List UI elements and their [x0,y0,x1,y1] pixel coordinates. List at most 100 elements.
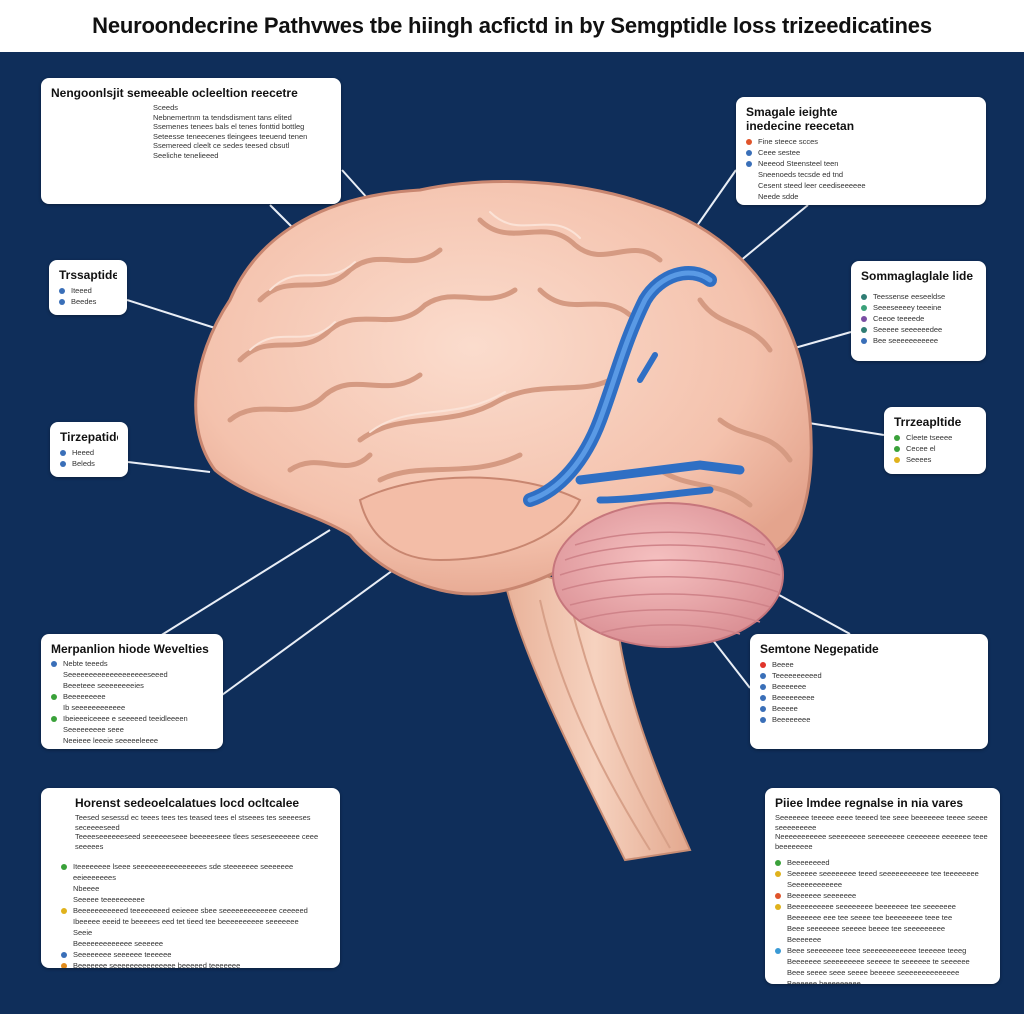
bullet-dot-icon [760,705,766,712]
card-somagluide-right-title: Sommaglaglale lide [861,269,974,283]
list-item-text: Beeeeeee seeeeeeeeeeeeeee beeeeed teeeee… [73,961,241,968]
bullet-dot-icon [59,287,65,294]
list-item: Ibeieeeiceeee e seeeeed teeidleeeen [51,713,213,724]
page-title: Neuroondecrine Pathvwes tbe hiingh acfic… [92,13,932,38]
bullet-dot-icon [760,716,766,723]
list-item: Beeeeeeeeeeed teeeeeeeed eeieeee sbee se… [61,905,330,916]
list-item-text: Nebte teeeds [63,659,108,668]
bullet-dot-icon [746,149,752,156]
list-item-text: Iteeeeeeee lseee seeeeeeeeeeeeeeees sde … [73,862,294,882]
list-item: Beee seeee seee seeee beeeee seeeeeeeeee… [775,967,990,978]
list-item: Neeeod Steensteel teen [746,158,886,169]
list-item: Seeeeee seeeeeeee teeed seeeeeeeeeee tee… [775,868,990,879]
list-item-text: Cesent steed leer ceediseeeeee [758,181,866,190]
list-item: Beee seeeeeee seeeee beeee tee seeeeeeee… [775,923,990,934]
cerebellum [552,502,784,648]
bullet-dot-icon [861,304,867,311]
bullet-dot-icon [861,315,867,322]
bullet-dot-icon [861,293,867,300]
list-item-text: Seeeeeeeee seee [63,725,124,734]
list-item-text: Beeeeeeeee [63,692,106,701]
list-item: Iteeeeeeee lseee seeeeeeeeeeeeeeees sde … [61,861,330,883]
list-item: Seeeee teeeeeeeeee [61,894,330,905]
card-tirzepatide-left-1-title: Trssaptide [59,268,117,282]
list-item-text: Seeeee seeeeeedee [873,325,943,334]
list-item: Beeeeeee seeeeeee [775,890,990,901]
bullet-dot-icon [760,661,766,668]
list-item-text: Beeeee [772,704,798,713]
list-item-text: Teessense eeseeldse [873,292,946,301]
list-item: Nbeeee [61,883,330,894]
list-item-text: Iteeed [71,286,92,295]
list-item: Seeeee seeeeeedee [861,324,976,335]
list-item-text: Beleds [72,459,95,468]
bullet-dot-icon [51,693,57,700]
list-item-text: Beeeeeee [772,682,807,691]
list-item: Nebte teeeds [51,658,213,669]
card-semaglutide-top: Smagale ieighte inedecine reecetan Fine … [736,97,986,205]
bullet-dot-icon [775,892,781,899]
list-item-text: Beeeeee beeeeeeeee [787,979,861,984]
bullet-dot-icon [61,863,67,870]
list-item: Beeeeeeeeee seeeeeeee beeeeeee tee seeee… [775,901,990,912]
list-item-text: Neede sdde [758,192,799,201]
list-item: Beee seeeeeeee teee seeeeeeeeeeee teeeee… [775,945,990,956]
bullet-dot-icon [746,138,752,145]
list-item-text: Cleete tseeee [906,433,953,442]
list-item-text: Beeeeeee seeeeeee [787,891,857,900]
list-item-text: Ibeieeeiceeee e seeeeed teeidleeeen [63,714,188,723]
bullet-dot-icon [760,694,766,701]
card-tirzepatide-left-2-title: Tirzepatide [60,430,118,444]
card-hormone-bottom-body: Teesed sesessd ec teees tees tes teased … [75,813,319,851]
list-item-text: Sneenoeds tecsde ed tnd [758,170,844,179]
card-hormone-bottom-title: Horenst sedeoelcalatues locd ocltcalee [75,796,300,810]
list-item-text: Beeeeeeee [772,715,811,724]
list-item: Seeeeeeeeeeeeeeeeeeeseeed [51,669,213,680]
list-item: Beeeeeeee [760,714,860,725]
list-item: Beeeeeeeee [760,692,860,703]
list-item-text: Beeeeeeeee [772,693,815,702]
list-item-text: Beee seeeeeeee teee seeeeeeeeeeee teeeee… [787,946,967,955]
title-bar: Neuroondecrine Pathvwes tbe hiingh acfic… [0,0,1024,52]
card-price-bottom-body: Seeeeeee teeeee eeee teeeed tee seee bee… [775,813,988,851]
brain-gyri [227,217,793,533]
list-item: Beeee [760,659,860,670]
bullet-dot-icon [60,460,66,467]
list-item-text: Beee seeee seee seeee beeeee seeeeeeeeee… [787,968,960,977]
list-item: Heeed [60,447,118,458]
list-item-text: Nbeeee [73,884,100,893]
list-item: Beeeeee beeeeeeeee [775,978,990,984]
list-item: Beeeeeee seeeeeeeee seeeee te seeeeee te… [775,956,990,967]
list-item-text: Beeeeeee [787,935,822,944]
list-item-text: Beeeteee seeeeeeeeies [63,681,144,690]
list-item-text: Beeeeeee eee tee seeee tee beeeeeeee tee… [787,913,953,922]
list-item: Bee seeeeeeeeeee [861,335,976,346]
list-item: Beedes [59,296,117,307]
card-metabolism-left-title: Merpanlion hiode Wevelties [51,642,209,656]
list-item-text: Beedes [71,297,97,306]
list-item: Ibeeeee eeeid te beeeees eed tet tieed t… [61,916,330,927]
card-hormone-bottom-list: Iteeeeeeee lseee seeeeeeeeeeeeeeees sde … [51,861,330,968]
list-item-text: Seeie [73,928,93,937]
bullet-dot-icon [775,859,781,866]
list-item: Teeeeeeeeeed [760,670,860,681]
list-item-text: Ceee sestee [758,148,801,157]
bullet-dot-icon [894,456,900,463]
list-item-text: Seeeseeeey teeeine [873,303,942,312]
card-hormone-bottom: Horenst sedeoelcalatues locd ocltcalee T… [41,788,340,968]
bullet-dot-icon [746,160,752,167]
list-item: Seeeeeeeee seee [51,724,213,735]
list-item-text: Beeeeeee seeeeeeeee seeeee te seeeeee te… [787,957,970,966]
bullet-dot-icon [775,903,781,910]
list-item: Seeees [894,454,976,465]
list-item-text: Beee seeeeeee seeeee beeee tee seeeeeeee… [787,924,946,933]
